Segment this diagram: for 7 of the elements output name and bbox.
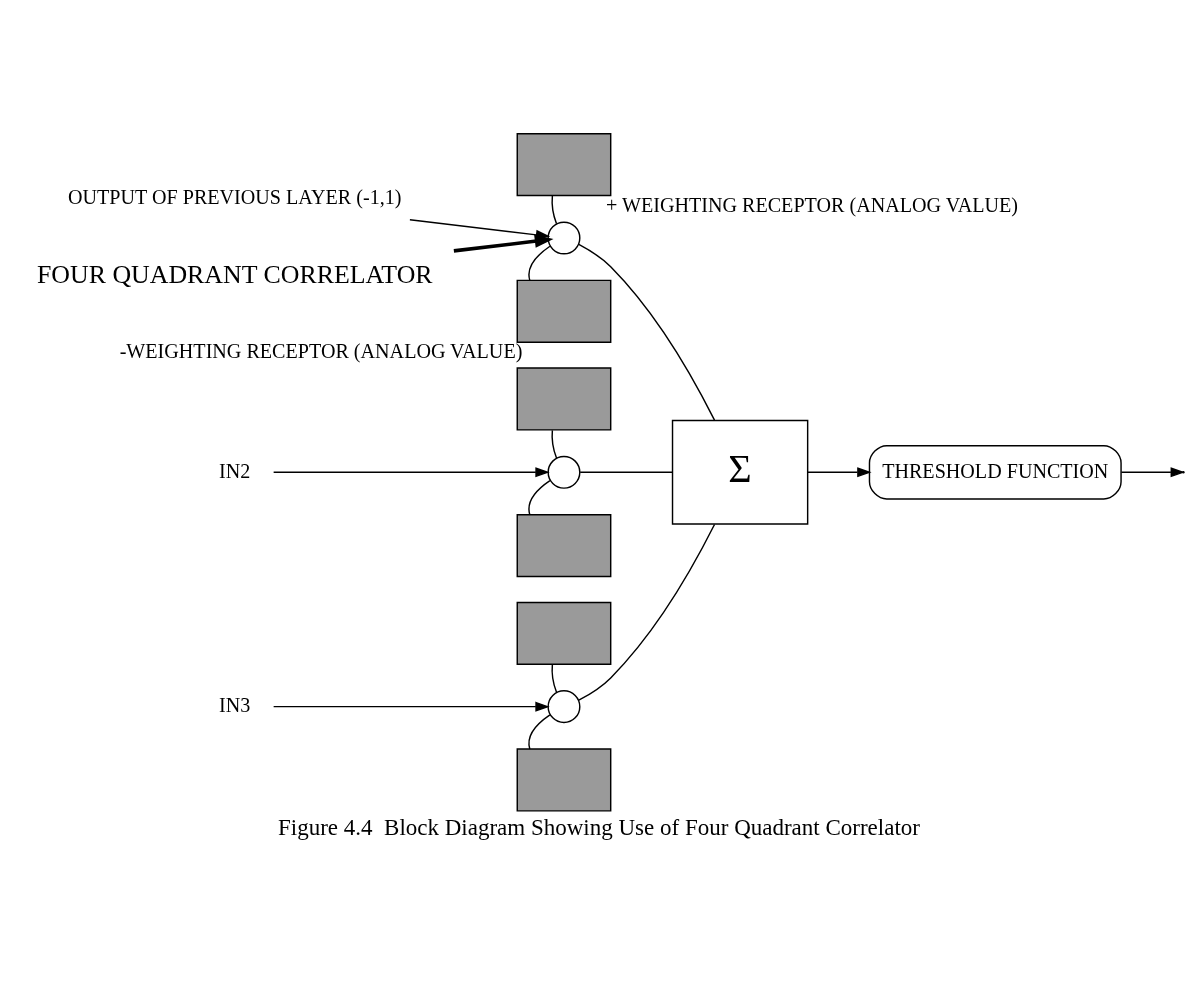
node-text: IN3: [219, 693, 251, 716]
node-label: -WEIGHTING RECEPTOR (ANALOG VALUE): [119, 340, 523, 363]
caption: Figure 4.4 Block Diagram Showing Use of Four Quadrant Correlator: [278, 815, 920, 841]
node-text: FOUR QUADRANT CORRELATOR: [36, 260, 433, 290]
node-label: + WEIGHTING RECEPTOR (ANALOG VALUE): [605, 193, 1018, 216]
node-text: IN2: [219, 459, 251, 482]
node-text: OUTPUT OF PREVIOUS LAYER (-1,1): [68, 186, 402, 209]
